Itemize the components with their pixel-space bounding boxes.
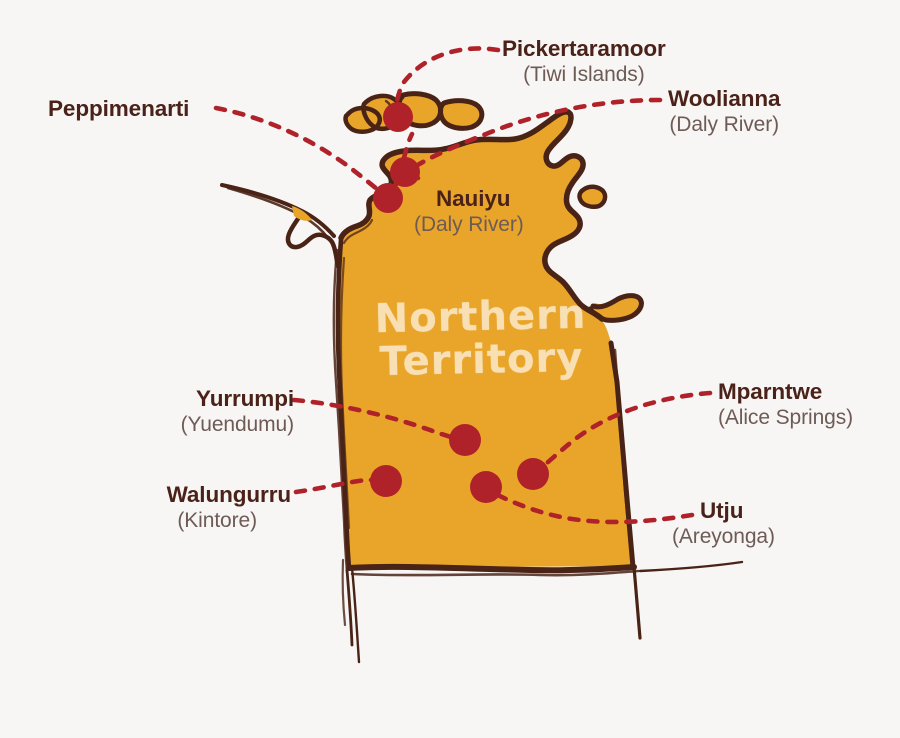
label-utju[interactable]: Utju (Areyonga): [672, 498, 775, 549]
border-south-tail: [638, 560, 744, 573]
region-name-northern-territory: Northern Territory: [355, 292, 607, 386]
tiwi-island-west-outline: [343, 105, 382, 134]
marker-walungurru[interactable]: [370, 465, 402, 497]
label-pickertaramoor[interactable]: Pickertaramoor (Tiwi Islands): [502, 36, 666, 87]
label-utju-alt: (Areyonga): [672, 524, 775, 548]
marker-peppimenarti[interactable]: [373, 183, 403, 213]
label-nauiyu-alt: (Daly River): [414, 212, 524, 236]
border-south: [346, 563, 637, 574]
coast-arnhem-north: [542, 109, 586, 285]
tiwi-island-ne-outline: [438, 98, 485, 131]
label-walungurru-name: Walungurru: [166, 482, 292, 507]
coast-north: [338, 109, 571, 241]
coast-islet: [577, 184, 608, 210]
label-utju-name: Utju: [700, 498, 744, 523]
place-markers-group: [370, 102, 549, 503]
label-nauiyu-name: Nauiyu: [436, 186, 511, 211]
label-mparntwe-alt: (Alice Springs): [718, 405, 854, 429]
marker-yurrumpi[interactable]: [449, 424, 481, 456]
label-pickertaramoor-name: Pickertaramoor: [502, 36, 666, 61]
nt-islet-fill: [579, 187, 605, 206]
leader-line-peppimenarti: [213, 105, 389, 199]
label-woolianna[interactable]: Woolianna (Daly River): [668, 86, 781, 137]
marker-mparntwe[interactable]: [517, 458, 549, 490]
border-west-overshoot-b: [350, 566, 361, 664]
marker-utju[interactable]: [470, 471, 502, 503]
border-west: [335, 237, 352, 571]
label-yurrumpi-alt: (Yuendumu): [180, 412, 295, 436]
land-mass-group: [220, 91, 744, 664]
label-mparntwe-name: Mparntwe: [718, 379, 823, 404]
label-woolianna-alt: (Daly River): [669, 112, 780, 136]
coast-gove-hook: [587, 293, 644, 323]
label-peppimenarti-name: Peppimenarti: [48, 96, 190, 121]
label-yurrumpi-name: Yurrumpi: [196, 386, 294, 411]
coast-west-hook: [285, 209, 341, 269]
leader-line-mparntwe: [532, 390, 713, 476]
region-name-line-2: Territory: [379, 335, 584, 386]
coast-west-fill-dab: [292, 206, 312, 221]
nt-landmass-fill: [339, 112, 634, 568]
coast-west-flourish-2: [226, 186, 330, 240]
leader-line-nauiyu-c: [401, 131, 415, 161]
leader-line-pickertaramoor: [393, 46, 501, 115]
label-pickertaramoor-alt: (Tiwi Islands): [523, 62, 645, 86]
label-mparntwe[interactable]: Mparntwe (Alice Springs): [718, 379, 853, 430]
border-east-overshoot: [632, 565, 642, 640]
border-west-sketch-b: [339, 256, 351, 530]
label-nauiyu[interactable]: Nauiyu (Daly River): [414, 186, 524, 237]
label-woolianna-name: Woolianna: [668, 86, 781, 111]
border-west-overshoot-a: [345, 568, 354, 647]
coast-north-shadow: [342, 218, 374, 245]
label-peppimenarti[interactable]: Peppimenarti: [48, 96, 189, 123]
border-east-sketch: [613, 348, 636, 568]
label-walungurru[interactable]: Walungurru (Kintore): [0, 482, 292, 533]
marker-pickertaramoor[interactable]: [383, 102, 413, 132]
marker-woolianna-nauiyu[interactable]: [390, 157, 420, 187]
label-walungurru-alt: (Kintore): [177, 508, 257, 532]
leader-line-woolianna: [407, 97, 663, 173]
nt-gove-peninsula-fill: [591, 294, 640, 319]
coastline-strokes: [220, 91, 744, 664]
border-west-sketch-a: [332, 248, 349, 574]
border-west-overshoot-c: [341, 558, 347, 627]
label-yurrumpi[interactable]: Yurrumpi (Yuendumu): [0, 386, 295, 437]
tiwi-island-ne-fill: [441, 101, 481, 128]
border-south-sketch: [350, 569, 640, 577]
coast-west-flourish: [220, 183, 336, 238]
